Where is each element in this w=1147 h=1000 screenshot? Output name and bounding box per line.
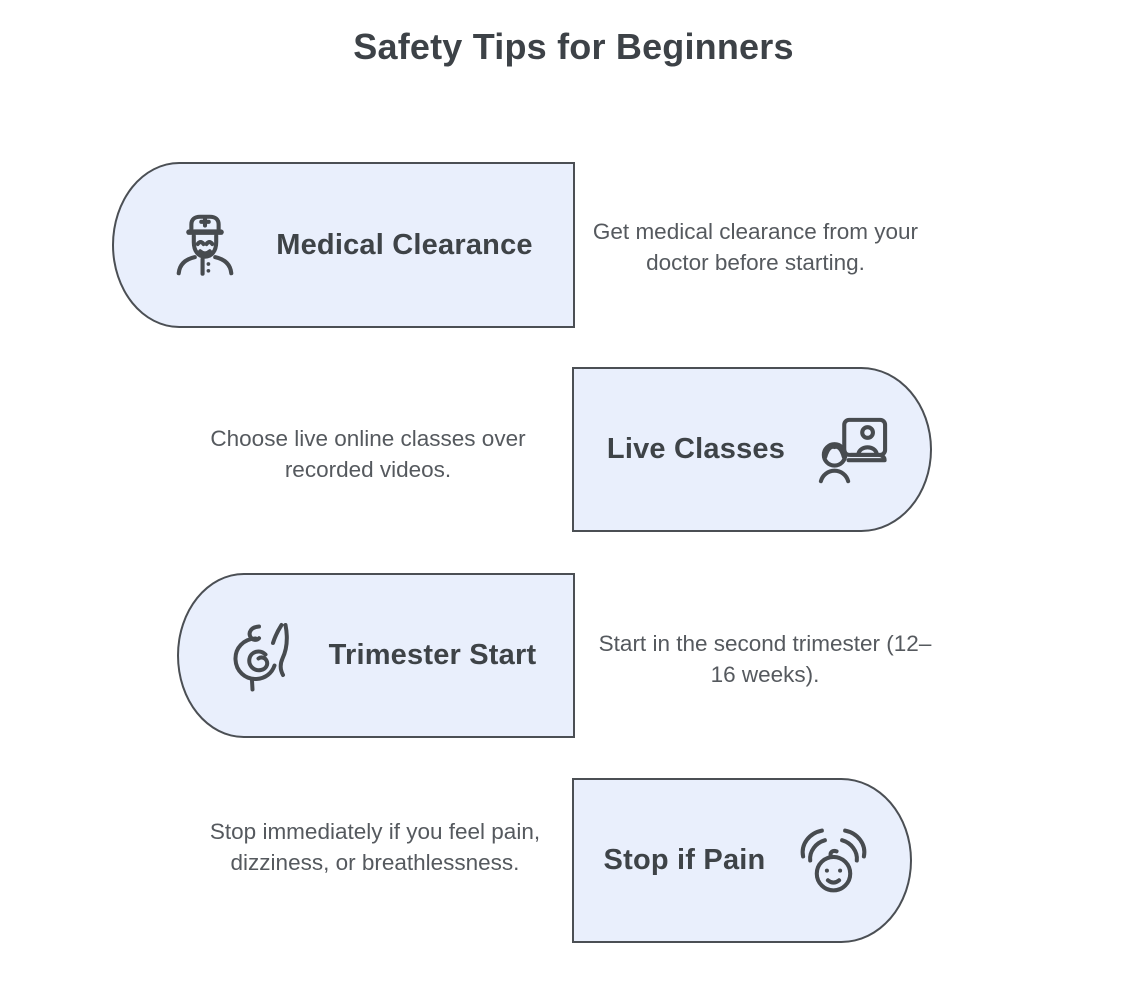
stop-pain-icon bbox=[795, 822, 872, 899]
tip-title: Trimester Start bbox=[328, 639, 537, 671]
video-call-icon bbox=[818, 415, 888, 485]
tip-title: Live Classes bbox=[606, 433, 786, 465]
tip-description: Start in the second trimester (12–16 wee… bbox=[598, 631, 932, 687]
page-title: Safety Tips for Beginners bbox=[353, 26, 794, 67]
doctor-icon bbox=[168, 208, 242, 282]
tip-title: Stop if Pain bbox=[603, 844, 766, 876]
tip-title: Medical Clearance bbox=[276, 228, 533, 261]
tip-card-live-classes: Live Classes bbox=[572, 367, 932, 532]
tip-card-trimester-start: Trimester Start bbox=[177, 573, 575, 738]
tip-card-stop-if-pain: Stop if Pain bbox=[572, 778, 912, 943]
tip-description: Choose live online classes over recorded… bbox=[210, 426, 526, 482]
tip-card-medical-clearance: Medical Clearance bbox=[112, 162, 575, 328]
pregnancy-icon bbox=[222, 616, 302, 696]
tip-description: Get medical clearance from your doctor b… bbox=[592, 219, 919, 275]
tip-description: Stop immediately if you feel pain, dizzi… bbox=[209, 819, 541, 875]
